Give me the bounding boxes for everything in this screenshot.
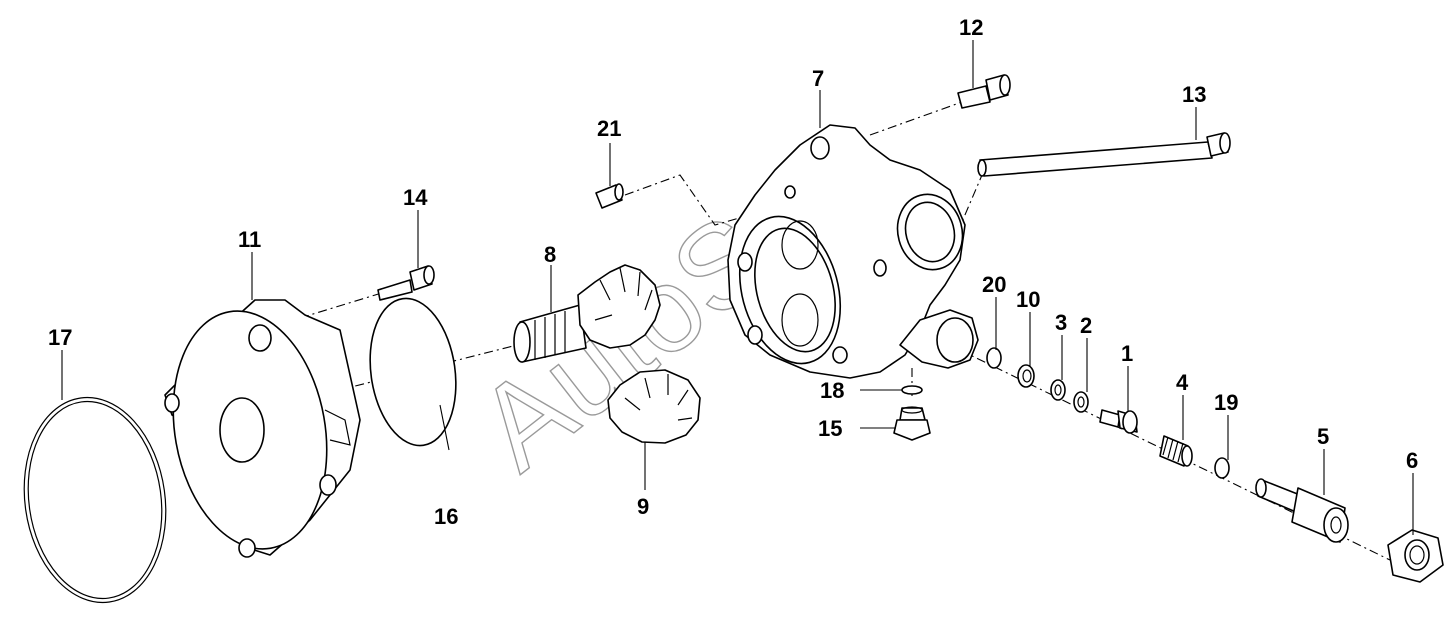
label-2: 2 xyxy=(1080,313,1092,338)
gasket xyxy=(369,297,457,447)
axis-line-bolt12 xyxy=(869,101,963,136)
label-7: 7 xyxy=(812,66,824,91)
label-11: 11 xyxy=(238,227,261,252)
label-15: 15 xyxy=(818,416,842,441)
pump-housing xyxy=(727,124,979,379)
label-21: 21 xyxy=(597,116,621,141)
ring-20 xyxy=(986,347,1002,369)
seal-10 xyxy=(1017,364,1035,388)
label-20: 20 xyxy=(982,272,1006,297)
lock-nut xyxy=(1387,529,1444,583)
adjusting-screw xyxy=(1255,478,1349,543)
bolt-13 xyxy=(977,132,1231,177)
drain-plug xyxy=(893,406,931,441)
washer-3 xyxy=(1050,379,1066,401)
washer-18 xyxy=(901,385,923,395)
label-17: 17 xyxy=(48,325,72,350)
label-12: 12 xyxy=(959,15,983,40)
label-8: 8 xyxy=(544,242,556,267)
label-3: 3 xyxy=(1055,310,1067,335)
label-13: 13 xyxy=(1182,82,1206,107)
label-18: 18 xyxy=(820,378,844,403)
label-19: 19 xyxy=(1214,390,1238,415)
dowel-pin xyxy=(595,183,624,209)
label-1: 1 xyxy=(1121,341,1133,366)
axis-line-bolt14 xyxy=(299,291,386,319)
driven-gear xyxy=(607,369,701,444)
valve-plunger xyxy=(1099,409,1138,434)
label-4: 4 xyxy=(1176,370,1189,395)
label-10: 10 xyxy=(1016,287,1040,312)
o-ring-large xyxy=(23,396,167,604)
rear-cover xyxy=(164,299,361,558)
bolt-14 xyxy=(377,265,435,301)
valve-spring xyxy=(1159,435,1193,467)
drive-gear-shaft xyxy=(513,264,661,363)
label-14: 14 xyxy=(403,185,428,210)
washer-2 xyxy=(1073,391,1089,413)
label-16: 16 xyxy=(434,504,458,529)
label-6: 6 xyxy=(1406,448,1418,473)
label-9: 9 xyxy=(637,494,649,519)
label-5: 5 xyxy=(1317,424,1329,449)
o-ring-19 xyxy=(1214,457,1230,479)
axis-line-pin21 xyxy=(624,174,761,226)
bolt-12 xyxy=(957,74,1011,109)
leader-lines xyxy=(61,40,1414,535)
